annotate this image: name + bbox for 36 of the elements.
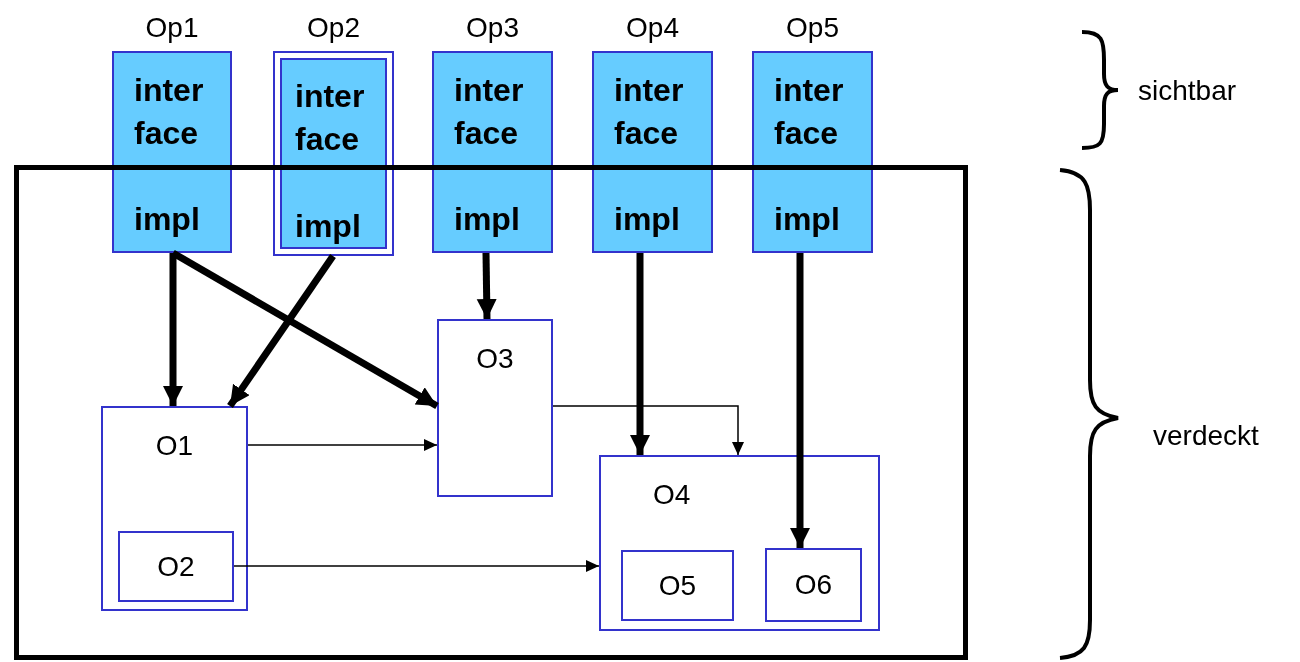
interface-label: inter face (295, 77, 366, 159)
operation-heading: Op3 (465, 11, 520, 45)
side-label: verdeckt (1153, 419, 1259, 453)
object-box (437, 319, 553, 497)
arrow (233, 560, 600, 572)
impl-label: impl (134, 200, 201, 239)
operation-heading: Op5 (785, 11, 840, 45)
object-label: O3 (475, 343, 515, 375)
operation-heading: Op1 (144, 11, 200, 45)
object-box (621, 550, 734, 621)
arrow (552, 405, 744, 456)
object-box (118, 531, 234, 602)
object-label: O1 (154, 430, 195, 462)
arrow (227, 254, 336, 408)
object-label: O2 (156, 550, 196, 583)
arrow (171, 249, 439, 410)
frame-box (14, 165, 968, 660)
operation-heading: Op2 (306, 11, 361, 45)
impl-label: impl (614, 200, 681, 239)
impl-label: impl (774, 200, 841, 239)
object-box (765, 548, 862, 622)
interface-label: inter face (774, 71, 845, 153)
object-label: O5 (657, 569, 698, 602)
arrow (476, 252, 497, 320)
operation-heading: Op4 (625, 11, 680, 45)
arrow (247, 439, 438, 451)
object-label: O6 (793, 569, 834, 601)
object-box (101, 406, 248, 611)
interface-label: inter face (614, 71, 685, 153)
interface-label: inter face (134, 71, 205, 153)
object-label: O4 (653, 479, 691, 511)
side-label: sichtbar (1138, 74, 1237, 108)
impl-label: impl (454, 200, 521, 239)
interface-label: inter face (454, 71, 525, 153)
object-box (599, 455, 880, 631)
impl-label: impl (295, 207, 362, 246)
